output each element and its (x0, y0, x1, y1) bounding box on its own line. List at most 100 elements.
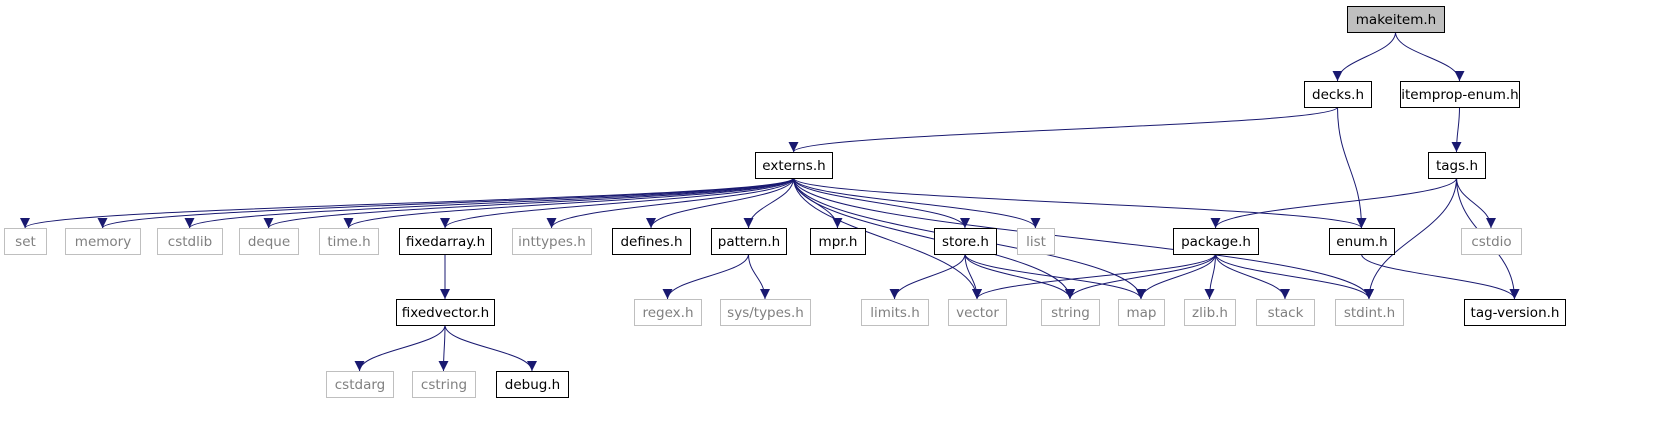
node-itemprop[interactable]: itemprop-enum.h (1400, 81, 1520, 108)
node-cstdio: cstdio (1461, 228, 1522, 255)
edge-fixedvector-to-cstring (438, 324, 449, 372)
node-box-defines (612, 228, 691, 255)
node-deque: deque (239, 228, 299, 255)
node-box-inttypes (512, 228, 592, 255)
node-label-makeitem: makeitem.h (1356, 12, 1436, 28)
node-box-fixedarray (399, 228, 492, 255)
edge-itemprop-to-tags (1451, 106, 1462, 153)
edge-store-to-limits (889, 253, 966, 300)
node-fixedarray[interactable]: fixedarray.h (399, 228, 492, 255)
node-memory: memory (65, 228, 141, 255)
node-box-set (4, 228, 47, 255)
node-box-cstring (412, 371, 476, 398)
node-label-inttypes: inttypes.h (518, 234, 586, 250)
node-label-fixedarray: fixedarray.h (406, 234, 485, 250)
node-label-cstdarg: cstdarg (335, 377, 385, 393)
edge-pattern-to-systypes (748, 253, 770, 300)
node-tagversion[interactable]: tag-version.h (1464, 299, 1566, 326)
node-box-systypes (720, 299, 811, 326)
node-label-string: string (1051, 305, 1090, 321)
node-label-enum: enum.h (1336, 234, 1387, 250)
nodes-layer: makeitem.h decks.h itemprop-enum.h tags.h ex… (4, 6, 1566, 398)
edge-externs-to-list (793, 177, 1041, 229)
node-label-cstring: cstring (421, 377, 467, 393)
node-box-decks (1304, 81, 1372, 108)
node-label-stack: stack (1268, 305, 1304, 321)
node-cstdarg: cstdarg (326, 371, 394, 398)
node-box-limits (861, 299, 929, 326)
node-box-string (1041, 299, 1100, 326)
node-label-externs: externs.h (762, 158, 825, 174)
node-debug[interactable]: debug.h (496, 371, 569, 398)
node-label-list: list (1026, 234, 1046, 250)
edge-decks-to-externs (788, 106, 1338, 153)
node-externs[interactable]: externs.h (755, 152, 833, 179)
node-label-decks: decks.h (1312, 87, 1364, 103)
node-label-vector: vector (956, 305, 999, 321)
node-label-package: package.h (1181, 234, 1251, 250)
edge-package-to-stdint (1215, 253, 1374, 300)
node-box-memory (65, 228, 141, 255)
node-label-zlib: zlib.h (1192, 305, 1228, 321)
edge-package-to-string (1065, 253, 1216, 300)
node-box-tagversion (1464, 299, 1566, 326)
node-store[interactable]: store.h (934, 228, 997, 255)
edge-externs-to-set (20, 177, 794, 229)
node-fixedvector[interactable]: fixedvector.h (396, 299, 495, 326)
node-package[interactable]: package.h (1173, 228, 1259, 255)
edge-enum-to-tagversion (1361, 253, 1520, 300)
node-label-memory: memory (75, 234, 131, 250)
node-label-set: set (15, 234, 36, 250)
node-stack: stack (1256, 299, 1315, 326)
node-label-cstdio: cstdio (1471, 234, 1511, 250)
node-enum[interactable]: enum.h (1329, 228, 1395, 255)
node-box-externs (755, 152, 833, 179)
edge-tags-to-stdint (1364, 177, 1457, 300)
node-stdint: stdint.h (1335, 299, 1404, 326)
node-label-regex: regex.h (642, 305, 693, 321)
edge-decks-to-enum (1337, 106, 1367, 229)
node-box-enum (1329, 228, 1395, 255)
node-label-systypes: sys/types.h (727, 305, 804, 321)
node-box-stack (1256, 299, 1315, 326)
node-box-map (1118, 299, 1165, 326)
edge-makeitem-to-itemprop (1395, 31, 1465, 82)
edge-externs-to-defines (646, 177, 794, 229)
node-label-tags: tags.h (1436, 158, 1478, 174)
node-box-regex (634, 299, 702, 326)
node-cstring: cstring (412, 371, 476, 398)
node-pattern[interactable]: pattern.h (711, 228, 787, 255)
node-decks[interactable]: decks.h (1304, 81, 1372, 108)
node-label-stdint: stdint.h (1344, 305, 1395, 321)
node-mpr[interactable]: mpr.h (810, 228, 866, 255)
edge-package-to-vector (972, 253, 1216, 300)
node-label-itemprop: itemprop-enum.h (1401, 87, 1518, 103)
node-time: time.h (319, 228, 379, 255)
edge-externs-to-string (793, 177, 1075, 300)
node-limits: limits.h (861, 299, 929, 326)
node-box-fixedvector (396, 299, 495, 326)
node-defines[interactable]: defines.h (612, 228, 691, 255)
node-list: list (1017, 228, 1055, 255)
node-tags[interactable]: tags.h (1428, 152, 1486, 179)
node-box-pattern (711, 228, 787, 255)
edge-pattern-to-regex (662, 253, 749, 300)
node-box-cstdlib (157, 228, 223, 255)
node-box-makeitem (1347, 6, 1445, 33)
node-box-mpr (810, 228, 866, 255)
node-label-debug: debug.h (505, 377, 560, 393)
node-map: map (1118, 299, 1165, 326)
node-vector: vector (948, 299, 1007, 326)
edge-externs-to-memory (97, 177, 794, 229)
node-label-map: map (1127, 305, 1157, 321)
edge-package-to-zlib (1204, 253, 1216, 300)
node-label-deque: deque (248, 234, 290, 250)
node-box-time (319, 228, 379, 255)
edges-layer (20, 31, 1520, 372)
node-label-defines: defines.h (620, 234, 682, 250)
node-label-tagversion: tag-version.h (1471, 305, 1560, 321)
edge-externs-to-cstdlib (184, 177, 794, 229)
node-box-tags (1428, 152, 1486, 179)
node-makeitem[interactable]: makeitem.h (1347, 6, 1445, 33)
node-cstdlib: cstdlib (157, 228, 223, 255)
